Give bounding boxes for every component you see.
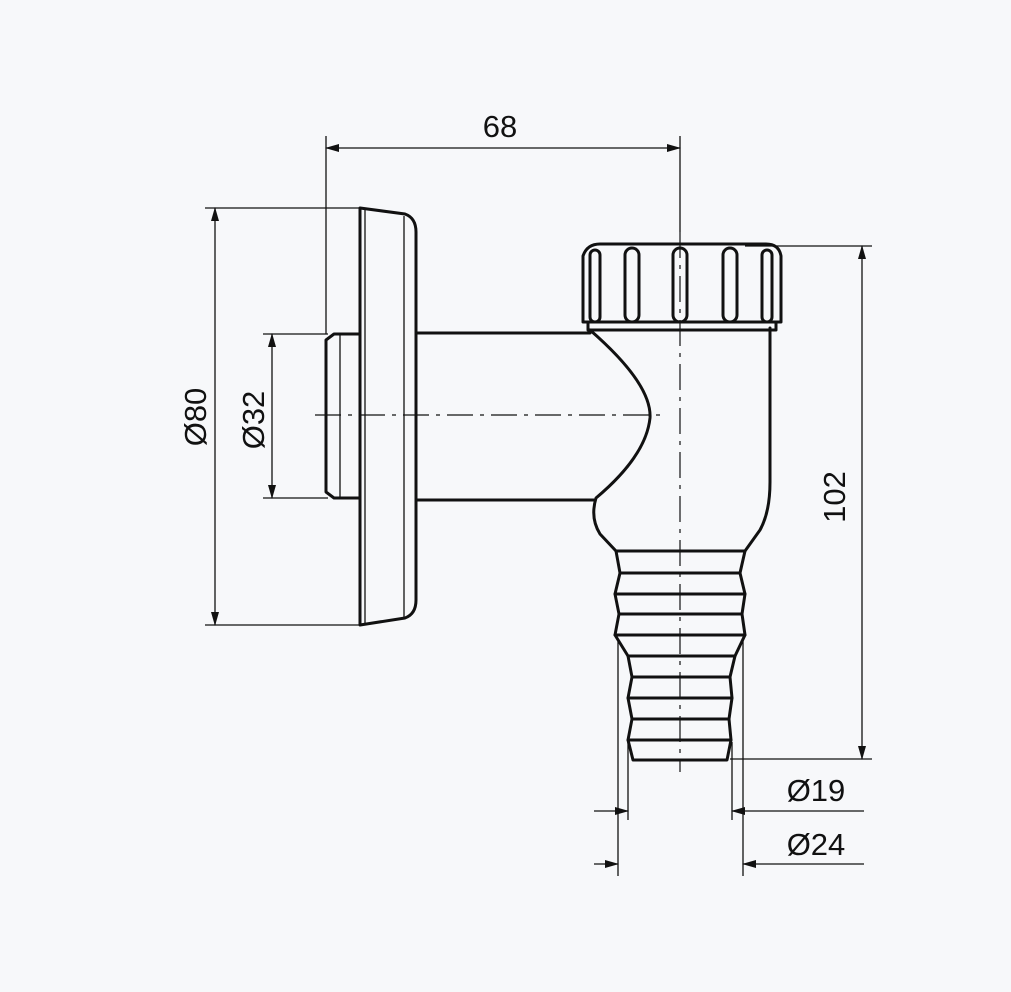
dimension-label-height: 102	[817, 471, 852, 523]
valve-body	[588, 326, 772, 553]
dimension-hose-inner: Ø19	[594, 742, 864, 820]
dimension-flange: Ø80	[178, 207, 362, 626]
hose-tail	[613, 549, 747, 762]
dimension-label-flange: Ø80	[178, 388, 213, 447]
union-nut	[581, 242, 783, 332]
dimension-label-hose-inner: Ø19	[787, 773, 846, 808]
dimension-label-depth: 68	[483, 109, 517, 144]
wall-flange	[358, 206, 418, 627]
dimension-hose-outer: Ø24	[594, 640, 864, 876]
inlet-spigot	[324, 332, 362, 500]
dimension-height: 102	[730, 245, 872, 760]
dimension-label-hose-outer: Ø24	[787, 827, 846, 862]
dimension-inlet: Ø32	[236, 333, 328, 499]
dimension-label-inlet: Ø32	[236, 391, 271, 450]
dimension-depth: 68	[325, 109, 681, 334]
body-pipe	[414, 331, 596, 502]
